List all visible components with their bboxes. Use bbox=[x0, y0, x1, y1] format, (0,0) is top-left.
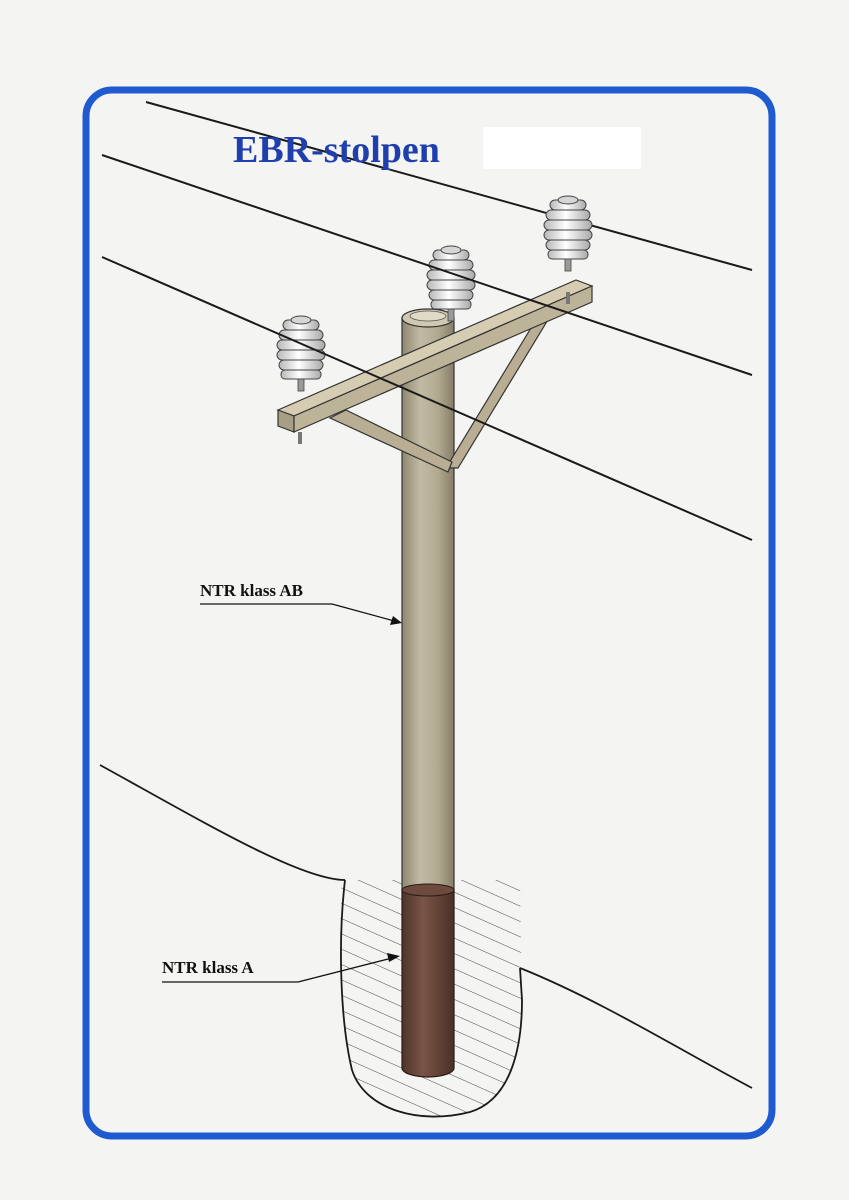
blank-label-patch bbox=[483, 127, 641, 169]
ground-line-right bbox=[519, 967, 753, 1089]
pole-upper-section bbox=[401, 317, 455, 891]
conductor-top bbox=[145, 101, 753, 271]
diagram-title: EBR-stolpen bbox=[233, 129, 440, 171]
pole bbox=[401, 308, 455, 1078]
frame-border bbox=[82, 86, 776, 1140]
label-lower-class: NTR klass A bbox=[162, 958, 254, 977]
leader-upper-arrow bbox=[390, 616, 402, 625]
conductor-bottom bbox=[101, 256, 753, 541]
crossarm-brace-left bbox=[328, 409, 453, 473]
leader-lower-arrow bbox=[387, 953, 400, 962]
crossarm bbox=[276, 279, 594, 444]
pole-lower-section bbox=[401, 889, 455, 1078]
insulator-right bbox=[543, 195, 593, 272]
label-upper-class: NTR klass AB bbox=[200, 581, 303, 600]
ground-line-left bbox=[99, 764, 346, 881]
leader-lower-line bbox=[297, 956, 397, 983]
insulator-left bbox=[276, 315, 326, 392]
conductor-middle bbox=[101, 154, 753, 376]
leader-upper-line bbox=[331, 603, 399, 623]
